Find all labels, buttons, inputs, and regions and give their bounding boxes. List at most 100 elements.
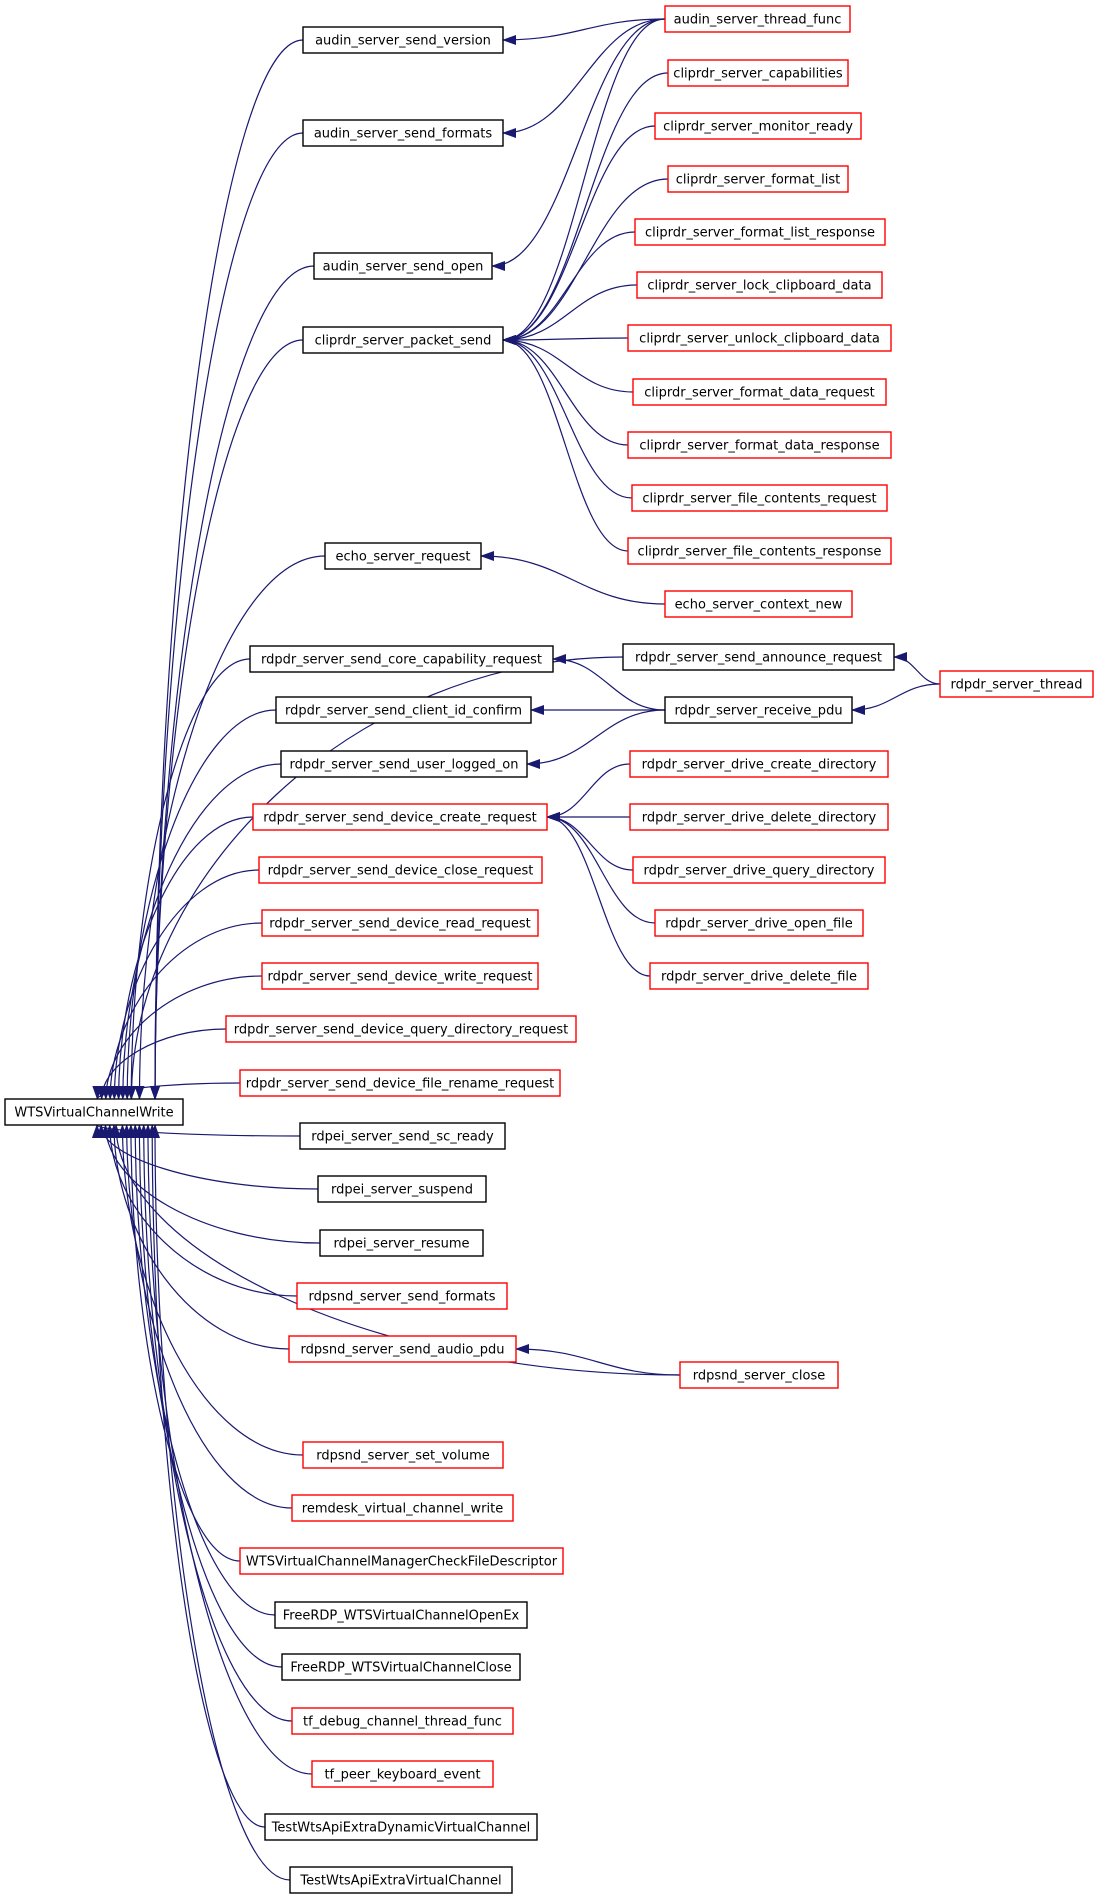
node-drv_qdir[interactable]: rdpdr_server_drive_query_directory [632, 856, 886, 884]
node-remdesk_write[interactable]: remdesk_virtual_channel_write [291, 1494, 514, 1522]
node-label: rdpdr_server_send_device_create_request [263, 811, 537, 826]
node-rdpdr_dev_create[interactable]: rdpdr_server_send_device_create_request [252, 803, 548, 831]
node-label: rdpdr_server_drive_open_file [665, 917, 853, 932]
node-frdp_close: FreeRDP_WTSVirtualChannelClose [281, 1653, 521, 1681]
node-label: audin_server_send_open [323, 260, 484, 275]
edge-rdpdr_dev_close-to-root [109, 869, 260, 1100]
node-clip_unlock[interactable]: cliprdr_server_unlock_clipboard_data [627, 324, 892, 352]
node-box [664, 696, 853, 724]
node-box [302, 1441, 504, 1469]
node-clip_caps[interactable]: cliprdr_server_capabilities [667, 59, 849, 87]
node-box [622, 643, 895, 671]
edge-rdpdr_dev_rename-to-root [92, 1082, 241, 1100]
node-rdpsnd_fmt[interactable]: rdpsnd_server_send_formats [296, 1282, 508, 1310]
node-box [291, 1494, 514, 1522]
edge-clip_lock-to-cliprdr_send [502, 284, 638, 345]
node-box [634, 218, 886, 246]
node-label: rdpei_server_resume [333, 1237, 469, 1252]
node-rdpdr_thread[interactable]: rdpdr_server_thread [939, 670, 1094, 698]
node-box [4, 1098, 184, 1126]
node-label: FreeRDP_WTSVirtualChannelOpenEx [283, 1609, 520, 1624]
node-clip_fcresp[interactable]: cliprdr_server_file_contents_response [627, 537, 892, 565]
node-box [654, 909, 864, 937]
node-audin_open: audin_server_send_open [313, 252, 493, 280]
edge-audin_thread-to-audin_ver [502, 18, 666, 45]
node-clip_fl[interactable]: cliprdr_server_format_list [667, 165, 849, 193]
node-box [239, 1069, 561, 1097]
edge-drv_open-to-rdpdr_dev_create [546, 812, 656, 924]
edge-audin_fmt-to-root [150, 132, 304, 1100]
edge-tf_debug-to-root [138, 1124, 293, 1722]
node-echo_req: echo_server_request [324, 542, 482, 570]
node-rdpdr_dev_write[interactable]: rdpdr_server_send_device_write_request [261, 962, 539, 990]
node-rdpsnd_close[interactable]: rdpsnd_server_close [679, 1361, 839, 1389]
node-box [289, 1866, 513, 1894]
node-clip_flr[interactable]: cliprdr_server_format_list_response [634, 218, 886, 246]
edge-remdesk_write-to-root [121, 1124, 293, 1509]
node-rdpdr_dev_qdir[interactable]: rdpdr_server_send_device_query_directory… [225, 1015, 577, 1043]
node-box [302, 26, 504, 54]
edge-rdpdr_dev_qdir-to-root [96, 1028, 227, 1100]
node-box [281, 1653, 521, 1681]
node-rdpsnd_vol[interactable]: rdpsnd_server_set_volume [302, 1441, 504, 1469]
node-box [261, 909, 539, 937]
node-rdpsnd_audio[interactable]: rdpsnd_server_send_audio_pdu [288, 1335, 517, 1363]
node-drv_ddir[interactable]: rdpdr_server_drive_delete_directory [629, 803, 889, 831]
node-box [252, 803, 548, 831]
node-label: rdpdr_server_send_device_query_directory… [234, 1023, 568, 1038]
node-root: WTSVirtualChannelWrite [4, 1098, 184, 1126]
node-label: rdpdr_server_send_user_logged_on [290, 758, 519, 773]
node-clip_fdresp[interactable]: cliprdr_server_format_data_response [627, 431, 892, 459]
node-drv_dfile[interactable]: rdpdr_server_drive_delete_file [649, 962, 869, 990]
node-clip_mon[interactable]: cliprdr_server_monitor_ready [654, 112, 862, 140]
edge-rdpdr_recv-to-rdpdr_user [526, 709, 666, 769]
node-box [319, 1229, 484, 1257]
edge-cliprdr_send-to-root [150, 339, 304, 1100]
edge-rdpdr_thread-to-rdpdr_announce [893, 652, 941, 685]
node-frdp_open: FreeRDP_WTSVirtualChannelOpenEx [274, 1601, 528, 1629]
edge-drv_cdir-to-rdpdr_dev_create [546, 763, 631, 822]
node-box [627, 537, 892, 565]
edge-rdpsnd_vol-to-root [117, 1124, 304, 1456]
node-test_dyn: TestWtsApiExtraDynamicVirtualChannel [264, 1813, 538, 1841]
node-box [275, 696, 532, 724]
node-label: FreeRDP_WTSVirtualChannelClose [290, 1661, 511, 1676]
node-label: WTSVirtualChannelManagerCheckFileDescrip… [246, 1555, 558, 1570]
edge-tf_peer-to-root [142, 1124, 313, 1775]
node-label: cliprdr_server_packet_send [315, 334, 492, 349]
node-box [939, 670, 1094, 698]
node-label: rdpdr_server_thread [951, 678, 1083, 693]
node-label: cliprdr_server_file_contents_response [638, 545, 882, 560]
node-wts_mgr[interactable]: WTSVirtualChannelManagerCheckFileDescrip… [239, 1547, 564, 1575]
node-label: cliprdr_server_format_list [676, 173, 840, 188]
node-label: rdpsnd_server_send_formats [309, 1290, 496, 1305]
node-audin_thread[interactable]: audin_server_thread_func [664, 5, 851, 33]
node-box [296, 1282, 508, 1310]
node-label: rdpdr_server_send_core_capability_reques… [261, 653, 542, 668]
node-label: tf_debug_channel_thread_func [303, 1715, 502, 1730]
node-rdpdr_dev_close[interactable]: rdpdr_server_send_device_close_request [258, 856, 543, 884]
node-clip_fcreq[interactable]: cliprdr_server_file_contents_request [631, 484, 888, 512]
node-drv_cdir[interactable]: rdpdr_server_drive_create_directory [629, 750, 889, 778]
node-echo_ctx[interactable]: echo_server_context_new [664, 590, 853, 618]
edge-clip_unlock-to-cliprdr_send [502, 334, 629, 345]
node-rdpdr_announce: rdpdr_server_send_announce_request [622, 643, 895, 671]
node-tf_debug[interactable]: tf_debug_channel_thread_func [291, 1707, 514, 1735]
node-box [261, 962, 539, 990]
node-label: tf_peer_keyboard_event [324, 1768, 480, 1783]
edge-clip_mon-to-cliprdr_send [502, 125, 656, 345]
node-clip_fdreq[interactable]: cliprdr_server_format_data_request [632, 378, 887, 406]
node-label: cliprdr_server_format_list_response [645, 226, 875, 241]
node-box [664, 5, 851, 33]
node-drv_open[interactable]: rdpdr_server_drive_open_file [654, 909, 864, 937]
node-rdpei_res: rdpei_server_resume [319, 1229, 484, 1257]
node-cliprdr_send: cliprdr_server_packet_send [302, 326, 504, 354]
node-rdpdr_dev_read[interactable]: rdpdr_server_send_device_read_request [261, 909, 539, 937]
node-rdpdr_dev_rename[interactable]: rdpdr_server_send_device_file_rename_req… [239, 1069, 561, 1097]
node-box [632, 856, 886, 884]
node-label: TestWtsApiExtraVirtualChannel [299, 1874, 501, 1889]
node-label: rdpsnd_server_close [693, 1369, 826, 1384]
node-tf_peer[interactable]: tf_peer_keyboard_event [311, 1760, 494, 1788]
node-clip_lock[interactable]: cliprdr_server_lock_clipboard_data [636, 271, 883, 299]
